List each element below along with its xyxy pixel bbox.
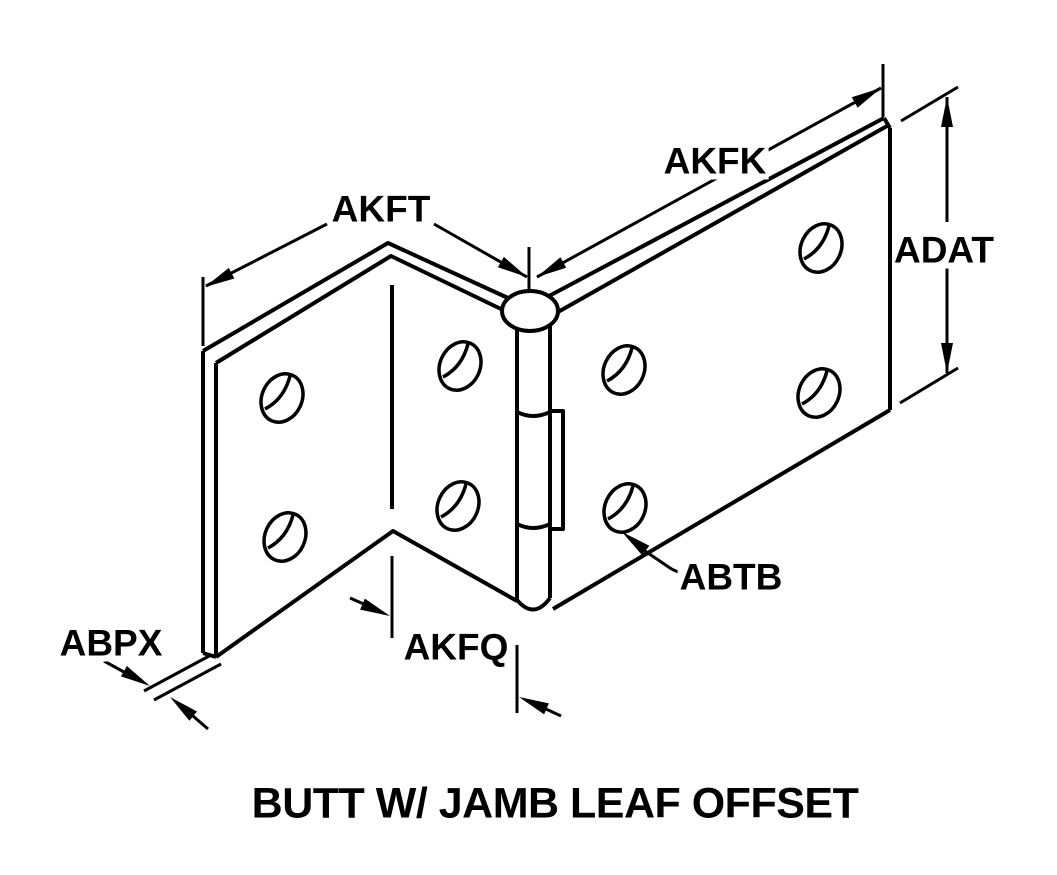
akft-arrowhead-left: [205, 267, 235, 287]
dimension-abpx: [103, 653, 222, 731]
screw-hole-middle-bottom: [435, 480, 481, 532]
abpx-arrowhead-lower: [170, 697, 197, 721]
akfq-arrowhead-right: [519, 697, 549, 715]
dimension-adat: [899, 85, 959, 405]
dimension-akft: [201, 222, 531, 346]
screw-holes: [259, 222, 844, 563]
dimension-akfq: [349, 556, 562, 718]
right-leaf: [548, 116, 892, 611]
akfk-dim-line: [536, 86, 882, 279]
abtb-arrowhead: [622, 532, 650, 556]
dim-label-akfk: AKFK: [661, 140, 769, 182]
akfq-arrowhead-left: [360, 598, 390, 616]
screw-hole-left-bottom: [262, 511, 308, 563]
knuckle-joint-lower: [516, 522, 551, 530]
right-leaf-bottom-edge: [551, 408, 892, 611]
right-leaf-top-outer: [548, 116, 885, 298]
akft-arrowhead-right: [497, 256, 527, 277]
adat-tick-top: [900, 85, 959, 123]
right-leaf-top-inner: [557, 124, 888, 314]
dim-label-adat: ADAT: [891, 229, 997, 271]
akfq-arrow-tail-right: [545, 707, 562, 718]
dim-label-abpx: ABPX: [57, 622, 165, 664]
adat-tick-bottom: [899, 366, 959, 405]
abpx-arrow-tail-lower: [192, 714, 209, 731]
akfk-arrowhead-left: [537, 257, 567, 277]
pin-bottom-cap: [515, 596, 552, 612]
screw-hole-right-near-bottom: [602, 482, 648, 534]
screw-hole-right-near-top: [601, 344, 647, 396]
abpx-extension-line-a: [143, 653, 212, 693]
akfk-arrowhead-right: [851, 88, 881, 108]
dim-label-akfq: AKFQ: [401, 626, 511, 668]
dim-label-abtb: ABTB: [677, 556, 785, 598]
right-leaf-corner-sliver: [882, 116, 892, 130]
hinge-pin: [500, 289, 565, 612]
dimension-akfk: [536, 64, 885, 279]
screw-hole-right-far-bottom: [796, 367, 842, 419]
knuckle-joint-upper: [516, 410, 551, 418]
dim-label-akft: AKFT: [329, 188, 433, 230]
adat-arrowhead-bottom: [941, 343, 953, 373]
left-leaf-top-inner: [214, 254, 504, 365]
screw-hole-left-top: [259, 372, 305, 424]
abpx-arrowhead-upper: [121, 666, 150, 686]
screw-hole-right-far-top: [798, 222, 844, 274]
knuckle-tab: [550, 409, 565, 531]
adat-arrowhead-top: [941, 97, 953, 127]
abpx-extension-line-b: [153, 662, 222, 702]
screw-hole-middle-top: [437, 340, 483, 392]
left-leaf-top-outer: [201, 241, 509, 353]
figure-title: BUTT W/ JAMB LEAF OFFSET: [251, 779, 859, 828]
left-leaf-bottom-edge: [214, 529, 518, 659]
left-leaf: [201, 241, 518, 659]
